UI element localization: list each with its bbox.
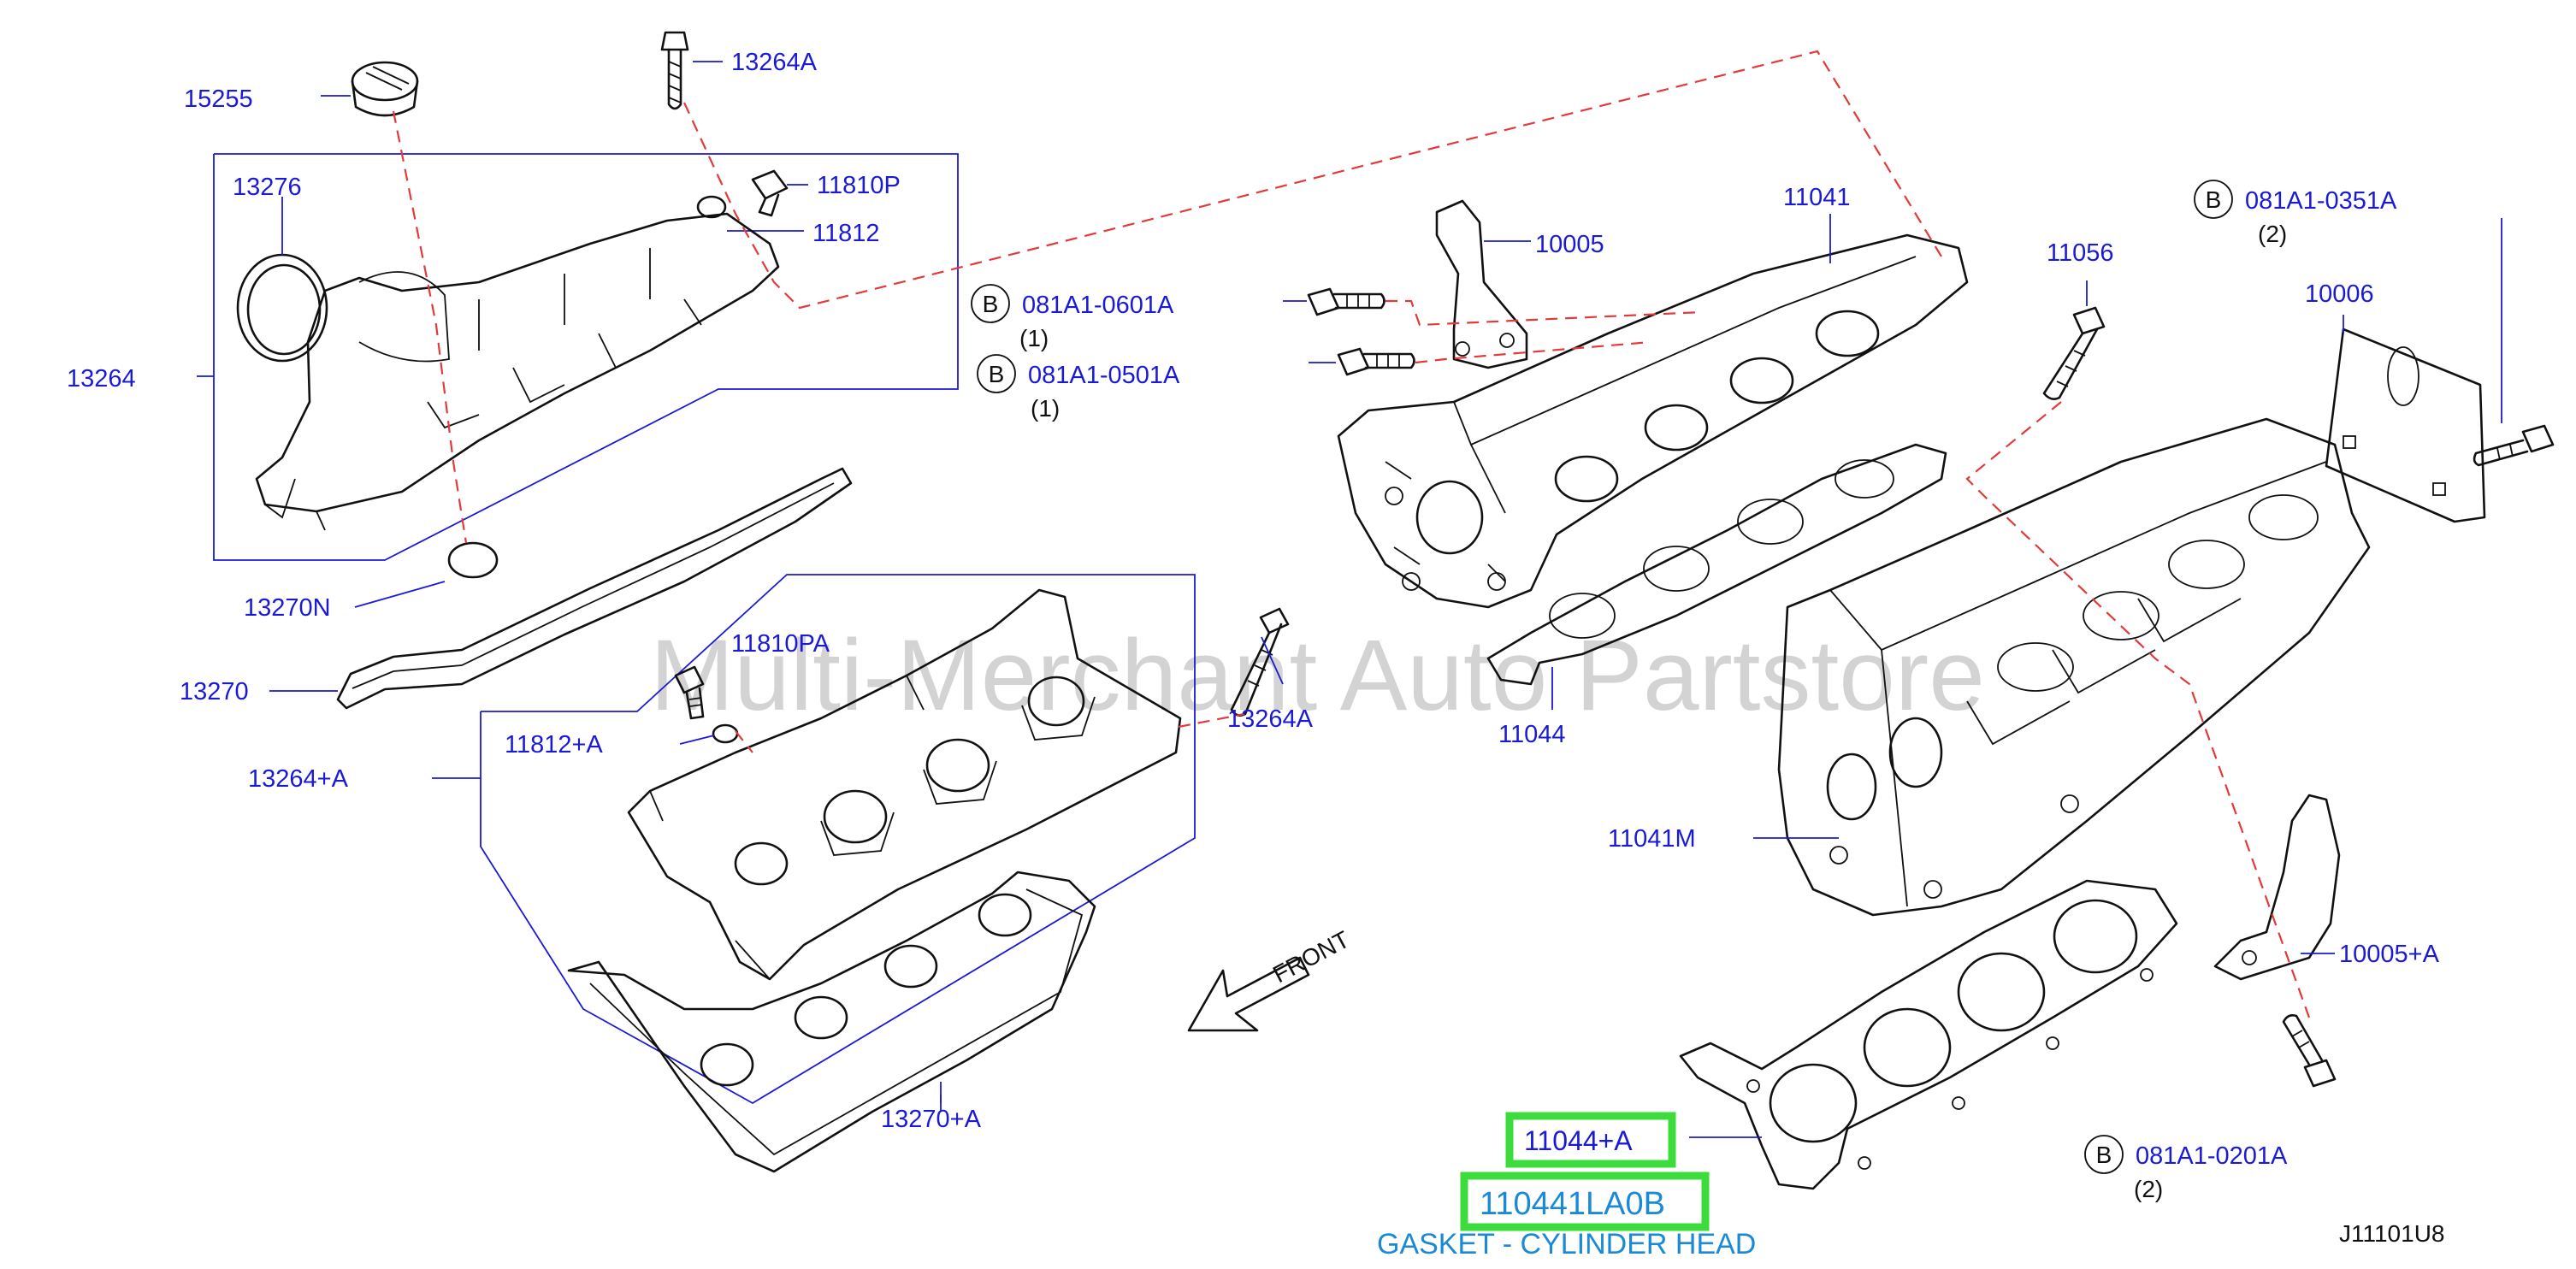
label-13264-plus-A: 13264+A — [248, 765, 349, 793]
b-circle-text: B — [989, 361, 1005, 387]
highlight-part-number[interactable]: 110441LA0B — [1460, 1172, 1710, 1231]
label-11041: 11041 — [1783, 184, 1851, 211]
qty-0201A: (2) — [2134, 1176, 2163, 1202]
oil-cap-15255 — [351, 61, 419, 117]
bolt-13264A-top — [660, 31, 689, 110]
bolt-081A1-0351A — [2473, 424, 2555, 467]
frame-13264-plus-A — [480, 574, 1196, 1105]
label-081A1-0601A: 081A1-0601A — [1022, 292, 1174, 319]
label-11044: 11044 — [1498, 721, 1566, 748]
rocker-cover-13264 — [255, 212, 780, 531]
bolt-081A1-0601A — [1307, 287, 1385, 316]
front-arrow — [1187, 956, 1310, 1032]
label-13264A-top: 13264A — [731, 49, 818, 76]
bracket-10006 — [2325, 328, 2486, 523]
label-13276: 13276 — [233, 174, 302, 201]
callout-081A1-0601A: B 081A1-0601A (1) — [971, 284, 1174, 351]
callout-081A1-0201A: B 081A1-0201A (2) — [2084, 1135, 2288, 1202]
bolt-081A1-0501A — [1337, 347, 1415, 376]
b-circle-text: B — [2206, 186, 2222, 213]
sensor-11810P — [751, 169, 789, 217]
gasket-13270 — [336, 467, 853, 710]
label-13264: 13264 — [67, 365, 136, 393]
label-11810P: 11810P — [817, 172, 901, 199]
label-13264A-mid: 13264A — [1227, 705, 1314, 733]
callout-081A1-0351A: B 081A1-0351A (2) — [2194, 180, 2397, 247]
gasket-11044 — [1486, 443, 1947, 686]
alignment-lines — [392, 50, 2311, 1018]
gasket-13270-plus-A — [567, 871, 1096, 1173]
label-13270: 13270 — [180, 678, 249, 705]
diagram-code: J11101U8 — [2339, 1220, 2445, 1247]
washer-13270N — [447, 541, 499, 579]
label-081A1-0201A: 081A1-0201A — [2136, 1142, 2288, 1170]
label-10005-plus-A: 10005+A — [2339, 941, 2440, 968]
highlight-part-number-text: 110441LA0B — [1480, 1186, 1665, 1222]
label-15255: 15255 — [184, 86, 253, 113]
label-13270N: 13270N — [244, 594, 331, 622]
label-081A1-0501A: 081A1-0501A — [1028, 362, 1180, 389]
seal-ring-13276 — [236, 253, 328, 363]
bolt-081A1-0201A — [2282, 1014, 2337, 1088]
label-081A1-0351A: 081A1-0351A — [2245, 187, 2397, 215]
b-circle-text: B — [983, 291, 999, 317]
washer-11812 — [696, 195, 727, 219]
bracket-10005 — [1435, 199, 1528, 369]
rocker-cover-13264-plus-A — [627, 588, 1182, 981]
qty-0351A: (2) — [2258, 221, 2287, 247]
frame-13264 — [213, 153, 959, 561]
bolt-11056 — [2042, 306, 2106, 400]
label-13270-plus-A: 13270+A — [881, 1106, 982, 1133]
b-circle-text: B — [2096, 1142, 2112, 1168]
watermark-text: Multi-Merchant Auto Partstore — [650, 619, 1985, 732]
highlight-part-code-text: 11044+A — [1524, 1125, 1633, 1156]
part-description: GASKET - CYLINDER HEAD — [1377, 1228, 1756, 1260]
label-10005: 10005 — [1535, 231, 1604, 258]
bracket-10005-plus-A — [2213, 794, 2341, 981]
qty-0501A: (1) — [1031, 395, 1060, 422]
label-11810PA: 11810PA — [731, 630, 830, 658]
label-10006: 10006 — [2305, 280, 2374, 308]
label-11056: 11056 — [2047, 239, 2114, 267]
gasket-11044-plus-A — [1679, 879, 2178, 1190]
label-11812: 11812 — [812, 220, 880, 247]
qty-0601A: (1) — [1019, 325, 1049, 351]
cylinder-head-11041 — [1337, 233, 1969, 609]
front-label: FRONT — [1268, 926, 1354, 989]
highlight-part-code[interactable]: 11044+A — [1505, 1112, 1676, 1168]
sensor-11810PA — [674, 665, 705, 720]
label-11041M: 11041M — [1608, 825, 1696, 853]
label-11812-plus-A: 11812+A — [505, 731, 603, 758]
cylinder-head-11041M — [1777, 417, 2371, 917]
callout-081A1-0501A: B 081A1-0501A (1) — [977, 354, 1180, 422]
